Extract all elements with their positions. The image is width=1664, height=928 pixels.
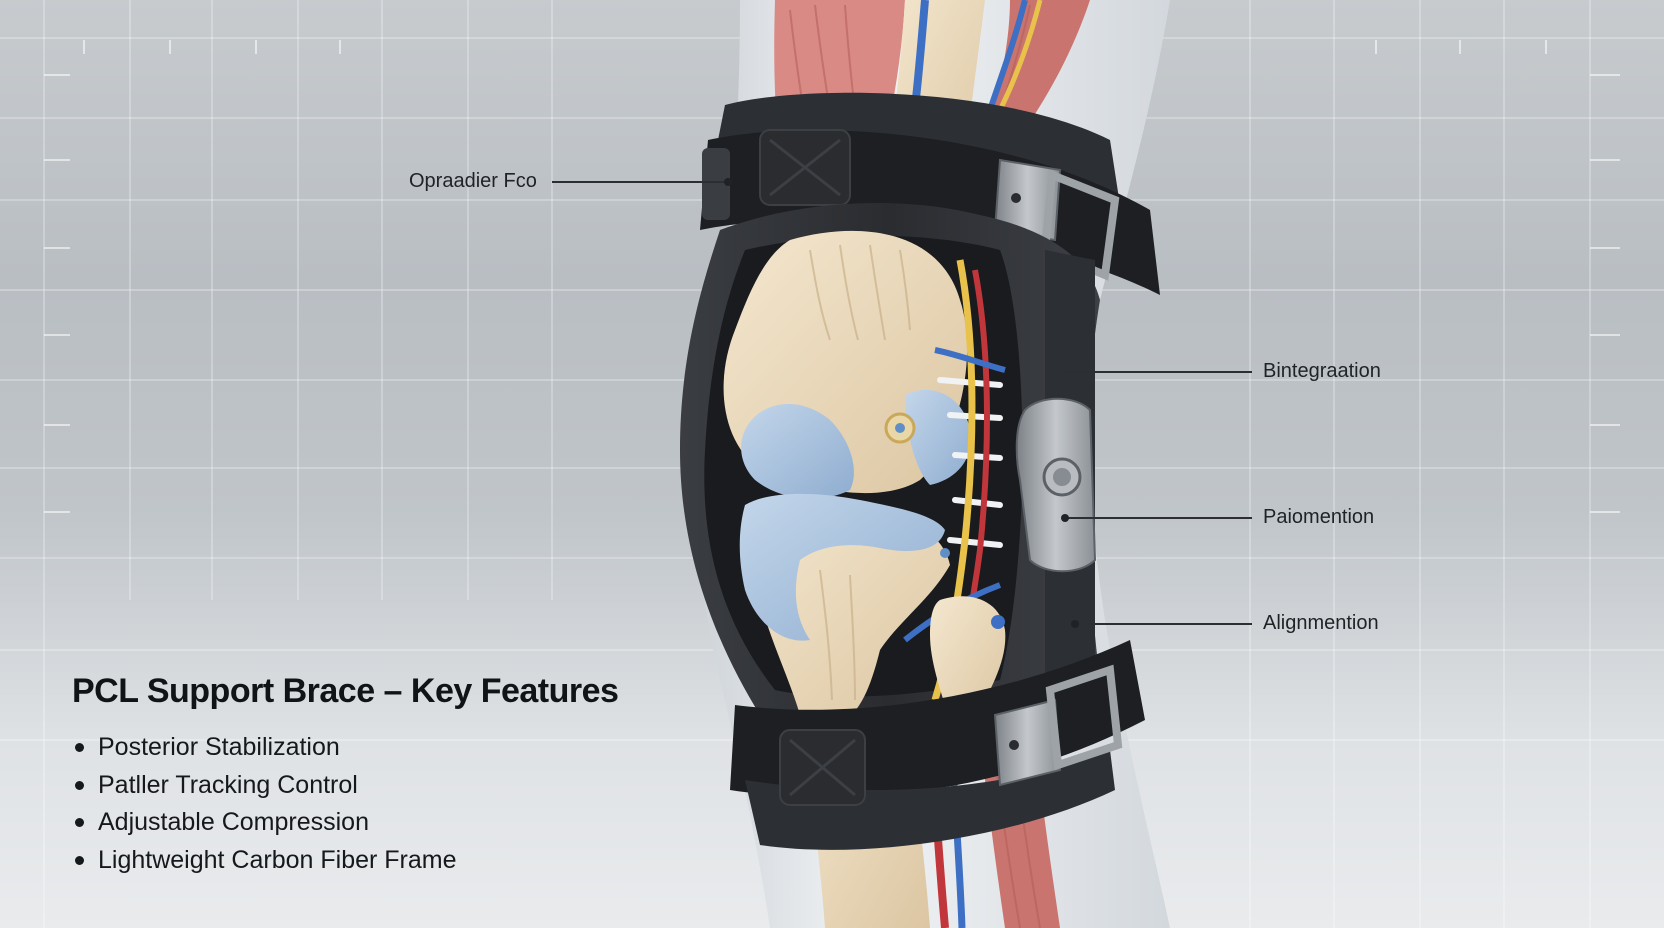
callout-label-3: Paiomention: [1263, 506, 1375, 528]
lower-buckle: [993, 664, 1123, 787]
bullet-icon: [75, 818, 84, 828]
feature-item: Lightweight Carbon Fiber Frame: [72, 842, 712, 880]
bullet-icon: [75, 780, 84, 790]
femur-cartilage: [741, 403, 854, 499]
feature-label: Posterior Stabilization: [98, 733, 340, 761]
feature-item: Patller Tracking Control: [72, 767, 712, 805]
callout-label-1: Opraadier Fco: [409, 170, 537, 192]
callout-label-2: Bintegraation: [1263, 360, 1381, 382]
bullet-icon: [75, 743, 84, 753]
feature-label: Lightweight Carbon Fiber Frame: [98, 845, 457, 874]
feature-list: Posterior Stabilization Patller Tracking…: [72, 729, 712, 879]
bullet-icon: [75, 855, 84, 865]
feature-label: Adjustable Compression: [98, 808, 369, 836]
feature-item: Adjustable Compression: [72, 804, 712, 842]
callout-label-4: Alignmention: [1263, 612, 1379, 634]
meniscus: [739, 493, 945, 641]
feature-label: Patller Tracking Control: [98, 770, 358, 799]
lower-cuff: [745, 750, 1115, 850]
key-features-panel: PCL Support Brace – Key Features Posteri…: [72, 672, 712, 879]
panel-title: PCL Support Brace – Key Features: [72, 672, 619, 710]
feature-item: Posterior Stabilization: [72, 729, 712, 767]
upper-buckle: [993, 158, 1120, 281]
